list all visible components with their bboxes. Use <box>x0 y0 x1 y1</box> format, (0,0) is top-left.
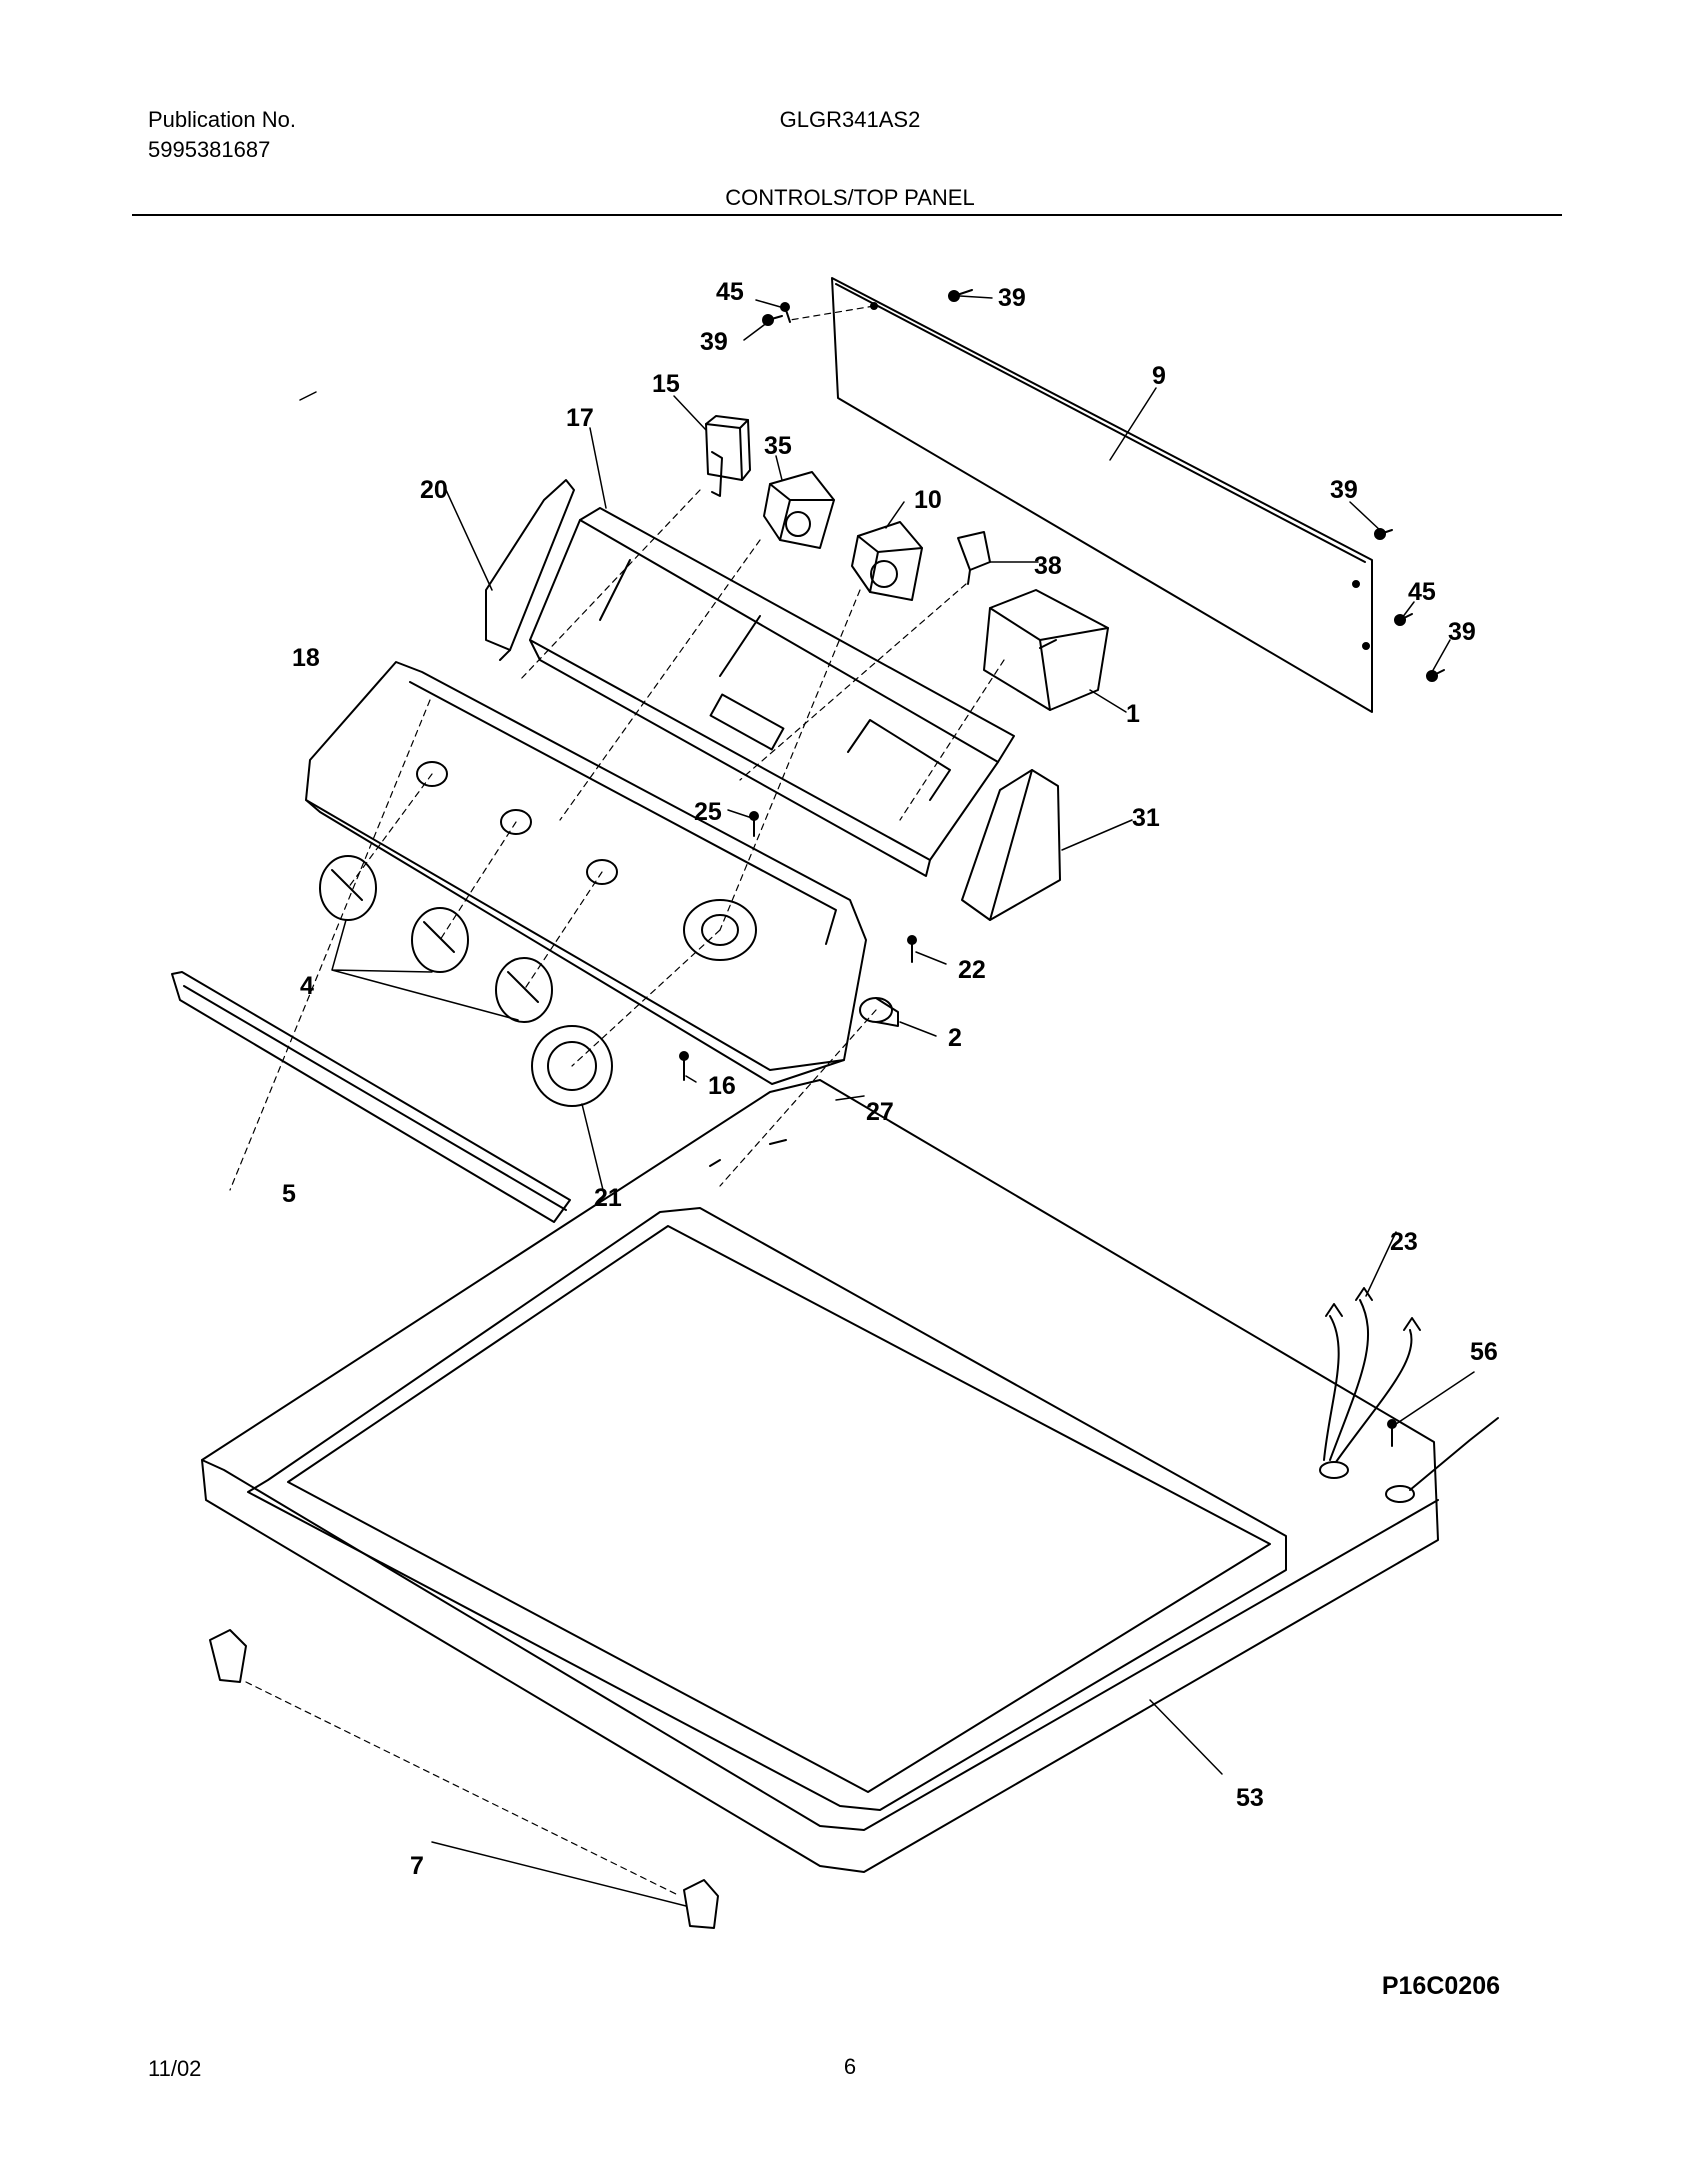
top-panel-part-53 <box>201 1079 1439 1873</box>
callout-27: 27 <box>866 1098 894 1126</box>
ground-screw-part-56 <box>1385 1417 1499 1503</box>
callout-39-left: 39 <box>700 328 728 356</box>
clip-part-7-upper <box>209 1629 247 1683</box>
timer-part-10 <box>851 521 923 601</box>
back-panel <box>831 277 1373 713</box>
callout-39-right: 39 <box>1330 476 1358 504</box>
switch-part-15 <box>705 415 751 497</box>
screw-45-top <box>780 302 791 323</box>
model-number: GLGR341AS2 <box>779 107 921 132</box>
callout-7: 7 <box>410 1852 424 1880</box>
callout-16: 16 <box>708 1072 736 1100</box>
leader-lines <box>299 295 1475 1907</box>
callout-labels: 45 39 39 9 15 35 17 10 20 39 38 45 39 18… <box>282 278 1498 1880</box>
callout-53: 53 <box>1236 1784 1264 1812</box>
selector-switch-part-35 <box>763 471 835 549</box>
callout-23: 23 <box>1390 1228 1418 1256</box>
control-console-part-17 <box>529 507 1015 877</box>
wire-harness-part-23 <box>1319 1287 1421 1479</box>
end-cap-part-20 <box>485 479 575 661</box>
knob-part-4-b <box>411 907 469 973</box>
screw-39-right <box>1374 528 1393 540</box>
callout-2: 2 <box>948 1024 962 1052</box>
callout-39-top: 39 <box>998 284 1026 312</box>
screw-22 <box>907 935 917 963</box>
knob-part-4-c <box>495 957 553 1023</box>
callout-31: 31 <box>1132 804 1160 832</box>
callout-45-top: 45 <box>716 278 744 306</box>
callout-45-right: 45 <box>1408 578 1436 606</box>
knob-part-4-a <box>319 855 377 921</box>
footer-date: 11/02 <box>148 2056 202 2081</box>
terminal-block-part-1 <box>983 589 1109 711</box>
callout-39-lower: 39 <box>1448 618 1476 646</box>
alignment-lines <box>229 305 1005 1897</box>
clip-part-38 <box>957 531 991 585</box>
callout-35: 35 <box>764 432 792 460</box>
trim-strip-part-5 <box>171 971 571 1223</box>
section-title: CONTROLS/TOP PANEL <box>725 185 975 210</box>
callout-25: 25 <box>694 798 722 826</box>
callout-4: 4 <box>300 972 314 1000</box>
callout-1: 1 <box>1126 700 1140 728</box>
callout-10: 10 <box>914 486 942 514</box>
callout-17: 17 <box>566 404 594 432</box>
end-cap-part-31 <box>961 769 1061 921</box>
screw-39-lower <box>1426 669 1445 682</box>
header-rule <box>132 214 1562 216</box>
publication-label: Publication No. <box>148 107 296 132</box>
figure-code: P16C0206 <box>1381 1972 1500 2000</box>
callout-9: 9 <box>1152 362 1166 390</box>
callout-20: 20 <box>420 476 448 504</box>
callout-38: 38 <box>1034 552 1062 580</box>
screw-39-top <box>948 289 973 302</box>
callout-5: 5 <box>282 1180 296 1208</box>
publication-number: 5995381687 <box>148 137 271 162</box>
screw-16 <box>679 1051 689 1081</box>
clip-part-7-lower <box>683 1879 719 1929</box>
callout-21: 21 <box>594 1184 622 1212</box>
callout-22: 22 <box>958 956 986 984</box>
page-number: 6 <box>843 2054 857 2079</box>
screw-25 <box>749 811 759 837</box>
screw-39-left <box>762 314 783 326</box>
control-panel-part-18 <box>305 661 867 1085</box>
callout-18: 18 <box>292 644 320 672</box>
callout-15: 15 <box>652 370 680 398</box>
callout-56: 56 <box>1470 1338 1498 1366</box>
